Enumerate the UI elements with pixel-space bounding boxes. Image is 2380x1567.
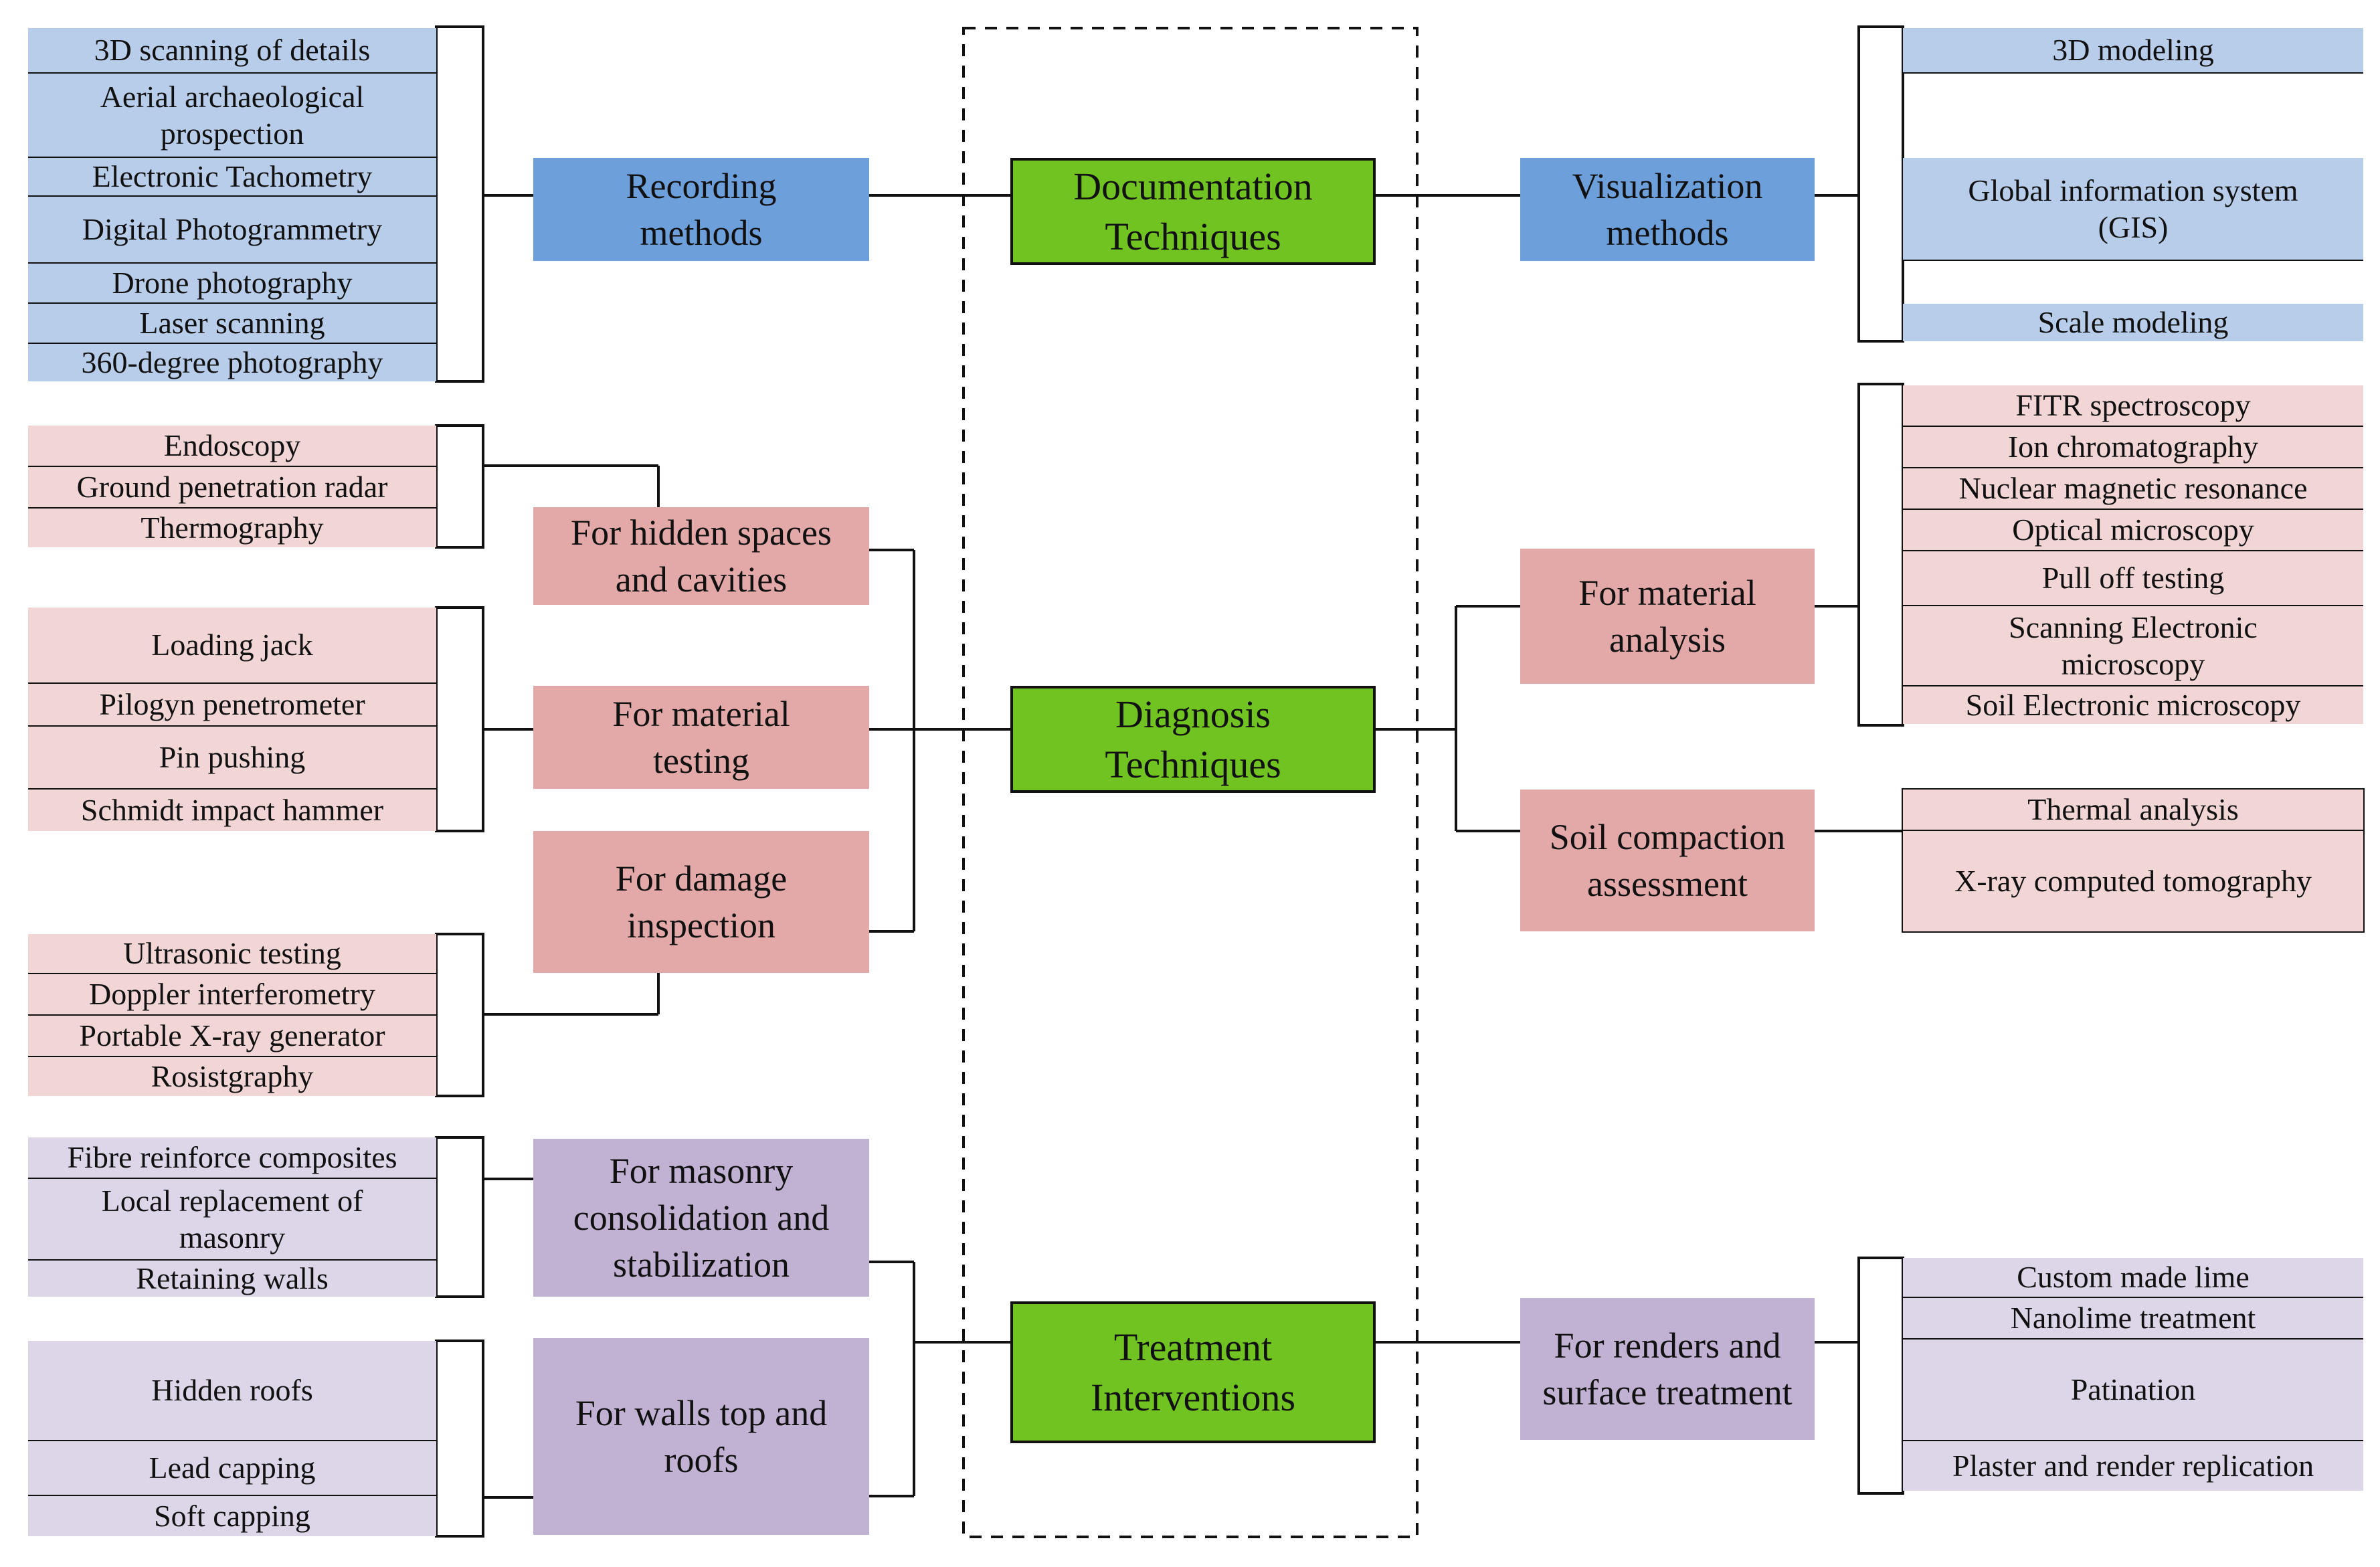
walls-bracket <box>435 1340 484 1538</box>
renders-surface-node: For renders and surface treatment <box>1520 1298 1815 1440</box>
walls-top-roofs-node: For walls top and roofs <box>533 1338 869 1535</box>
leaf-endoscopy: Endoscopy <box>28 426 436 466</box>
leaf-aerial-prospection: Aerial archaeological prospection <box>28 74 436 157</box>
recording-bracket <box>435 25 484 383</box>
recording-methods-node: Recording methods <box>533 158 869 261</box>
hidden-bracket <box>435 424 484 549</box>
leaf-retaining-walls: Retaining walls <box>28 1261 436 1297</box>
leaf-xray-tomography: X-ray computed tomography <box>1903 831 2363 931</box>
leaf-3d-modeling: 3D modeling <box>1903 28 2363 72</box>
leaf-fibre-composites: Fibre reinforce composites <box>28 1137 436 1178</box>
leaf-fitr-spectroscopy: FITR spectroscopy <box>1903 385 2363 426</box>
diagnosis-techniques-node: Diagnosis Techniques <box>1010 686 1376 793</box>
leaf-electronic-tachometry: Electronic Tachometry <box>28 158 436 195</box>
leaf-nanolime: Nanolime treatment <box>1903 1298 2363 1338</box>
central-dashed-frame <box>962 27 1418 1538</box>
leaf-scanning-electronic-microscopy: Scanning Electronic microscopy <box>1903 606 2363 685</box>
leaf-portable-xray: Portable X-ray generator <box>28 1016 436 1056</box>
leaf-pull-off-testing: Pull off testing <box>1903 551 2363 605</box>
leaf-plaster-replication: Plaster and render replication <box>1903 1441 2363 1491</box>
leaf-optical-microscopy: Optical microscopy <box>1903 510 2363 550</box>
leaf-3d-scanning: 3D scanning of details <box>28 28 436 72</box>
leaf-patination: Patination <box>1903 1340 2363 1440</box>
documentation-techniques-node: Documentation Techniques <box>1010 158 1376 265</box>
leaf-loading-jack: Loading jack <box>28 608 436 682</box>
leaf-gis: Global information system (GIS) <box>1903 158 2363 260</box>
leaf-laser-scanning: Laser scanning <box>28 304 436 343</box>
masonry-consolidation-node: For masonry consolidation and stabilizat… <box>533 1139 869 1297</box>
leaf-ground-radar: Ground penetration radar <box>28 467 436 507</box>
leaf-drone-photography: Drone photography <box>28 264 436 302</box>
leaf-360-photography: 360-degree photography <box>28 344 436 381</box>
material-analysis-node: For material analysis <box>1520 549 1815 684</box>
leaf-ion-chromatography: Ion chromatography <box>1903 427 2363 467</box>
visualization-bracket <box>1857 25 1904 343</box>
treatment-interventions-node: Treatment Interventions <box>1010 1301 1376 1443</box>
leaf-thermography: Thermography <box>28 509 436 547</box>
leaf-pin-pushing: Pin pushing <box>28 727 436 788</box>
leaf-pilogyn-penetrometer: Pilogyn penetrometer <box>28 684 436 725</box>
hidden-spaces-node: For hidden spaces and cavities <box>533 507 869 605</box>
leaf-soft-capping: Soft capping <box>28 1496 436 1536</box>
leaf-ultrasonic-testing: Ultrasonic testing <box>28 934 436 973</box>
leaf-nmr: Nuclear magnetic resonance <box>1903 468 2363 509</box>
damage-inspection-node: For damage inspection <box>533 831 869 973</box>
leaf-lead-capping: Lead capping <box>28 1441 436 1495</box>
leaf-hidden-roofs: Hidden roofs <box>28 1341 436 1440</box>
damage-bracket <box>435 933 484 1097</box>
leaf-schmidt-hammer: Schmidt impact hammer <box>28 790 436 831</box>
soil-compaction-node: Soil compaction assessment <box>1520 790 1815 931</box>
leaf-local-replacement: Local replacement of masonry <box>28 1179 436 1259</box>
leaf-thermal-analysis: Thermal analysis <box>1903 790 2363 830</box>
leaf-doppler-interferometry: Doppler interferometry <box>28 974 436 1014</box>
material-testing-bracket <box>435 606 484 832</box>
leaf-scale-modeling: Scale modeling <box>1903 304 2363 341</box>
material-analysis-bracket <box>1857 383 1904 727</box>
renders-bracket <box>1857 1257 1904 1495</box>
material-testing-node: For material testing <box>533 686 869 789</box>
leaf-rosistgraphy: Rosistgraphy <box>28 1057 436 1096</box>
leaf-soil-electronic-microscopy: Soil Electronic microscopy <box>1903 686 2363 724</box>
masonry-bracket <box>435 1136 484 1298</box>
leaf-digital-photogrammetry: Digital Photogrammetry <box>28 197 436 262</box>
leaf-custom-lime: Custom made lime <box>1903 1258 2363 1297</box>
visualization-methods-node: Visualization methods <box>1520 158 1815 261</box>
